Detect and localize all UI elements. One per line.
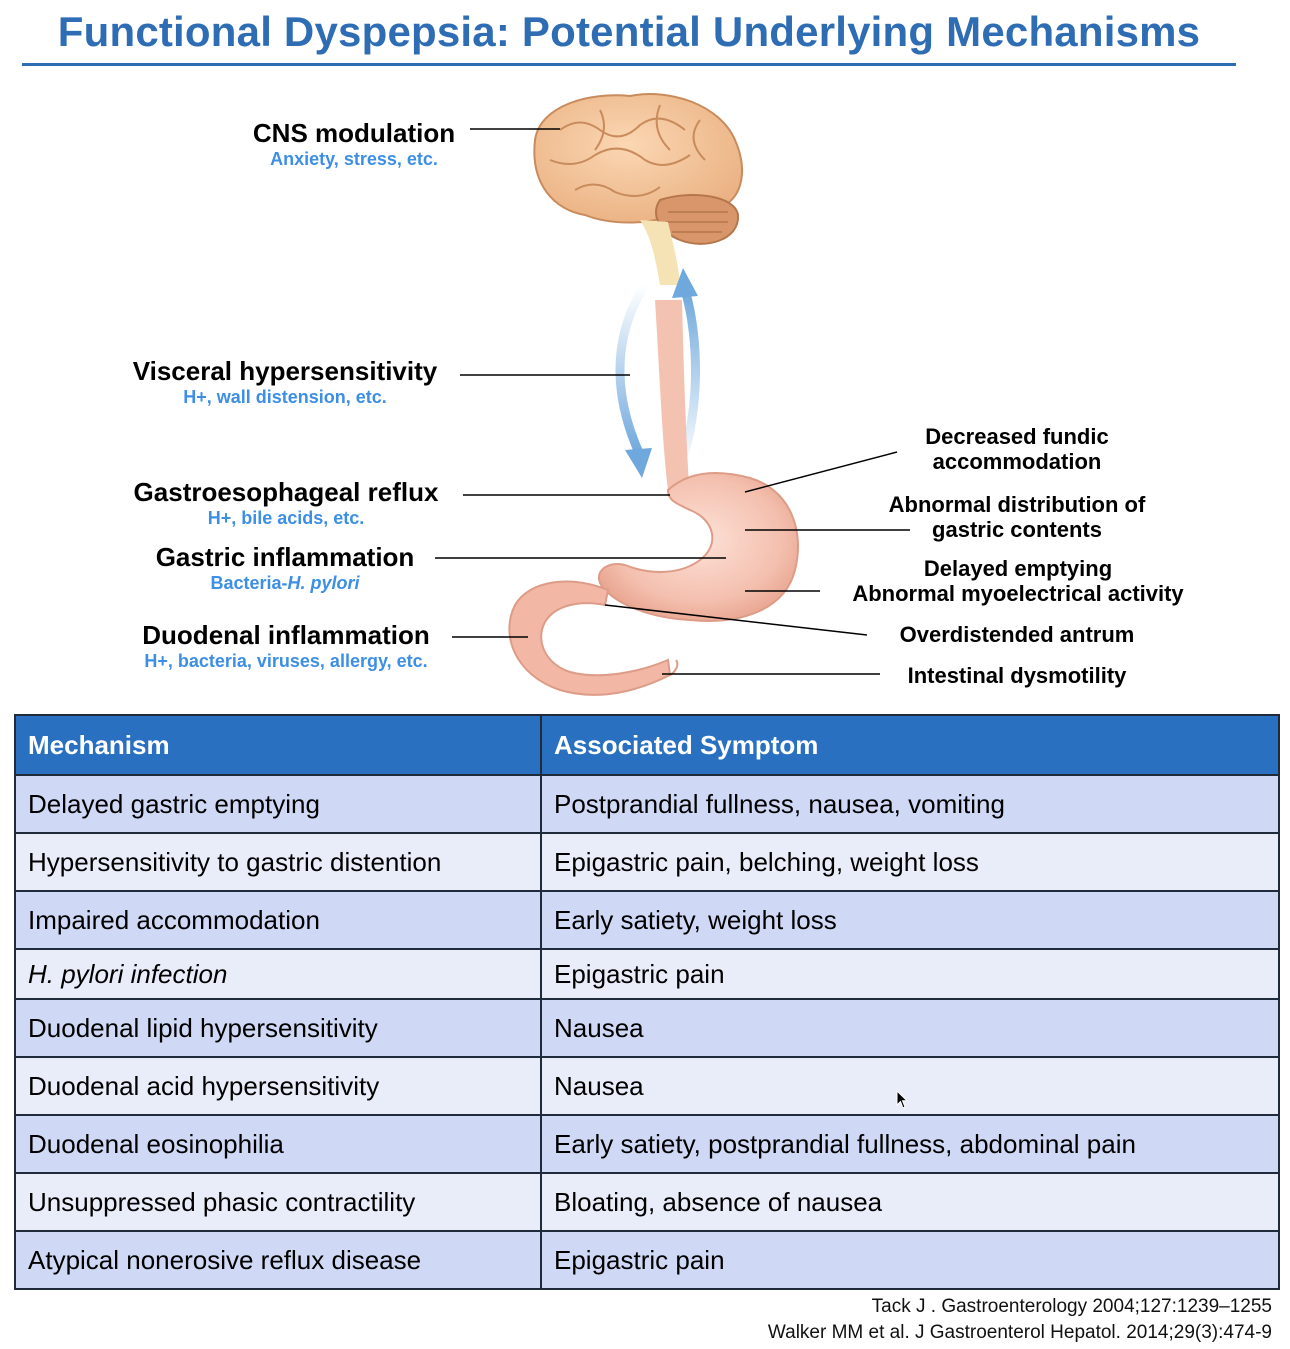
- label-line: Overdistended antrum: [899, 622, 1135, 647]
- table-row: Atypical nonerosive reflux disease Epiga…: [14, 1230, 1280, 1290]
- label-duodenal-inflammation: Duodenal inflammation H+, bacteria, viru…: [118, 620, 454, 672]
- label-main: CNS modulation: [252, 118, 456, 148]
- label-line: accommodation: [932, 449, 1102, 474]
- label-gastroesophageal-reflux: Gastroesophageal reflux H+, bile acids, …: [108, 477, 464, 529]
- symptom-cell: Epigastric pain, belching, weight loss: [540, 832, 1280, 892]
- table-row: Unsuppressed phasic contractility Bloati…: [14, 1172, 1280, 1232]
- label-sub: H+, wall distension, etc.: [183, 387, 387, 407]
- stomach-icon: [508, 300, 799, 696]
- label-main: Gastric inflammation: [155, 542, 415, 572]
- symptom-cell: Early satiety, postprandial fullness, ab…: [540, 1114, 1280, 1174]
- mechanism-cell: Unsuppressed phasic contractility: [14, 1172, 542, 1232]
- leader-lines: [435, 128, 910, 675]
- table-row: Duodenal lipid hypersensitivity Nausea: [14, 998, 1280, 1058]
- label-sub-prefix: Bacteria-: [210, 573, 288, 593]
- label-line: Intestinal dysmotility: [907, 663, 1127, 688]
- reference-line: Tack J . Gastroenterology 2004;127:1239–…: [871, 1296, 1272, 1317]
- label-overdistended-antrum: Overdistended antrum: [878, 622, 1156, 647]
- label-sub-italic: H. pylori: [287, 573, 360, 593]
- reference-line: Walker MM et al. J Gastroenterol Hepatol…: [767, 1322, 1272, 1343]
- anatomy-illustration: [435, 93, 910, 696]
- label-main: Visceral hypersensitivity: [132, 356, 438, 386]
- label-line: Abnormal myoelectrical activity: [852, 581, 1184, 606]
- label-decreased-fundic-accommodation: Decreased fundic accommodation: [898, 424, 1136, 474]
- symptom-cell: Nausea: [540, 998, 1280, 1058]
- label-line: Delayed emptying: [923, 556, 1113, 581]
- table-row: Duodenal acid hypersensitivity Nausea: [14, 1056, 1280, 1116]
- mechanism-cell: Duodenal acid hypersensitivity: [14, 1056, 542, 1116]
- table-row: H. pylori infection Epigastric pain: [14, 948, 1280, 1000]
- mechanism-cell: Impaired accommodation: [14, 890, 542, 950]
- label-sub: H+, bacteria, viruses, allergy, etc.: [144, 651, 428, 671]
- mechanism-symptom-table: Mechanism Associated Symptom Delayed gas…: [14, 714, 1280, 1290]
- label-main: Gastroesophageal reflux: [133, 477, 439, 507]
- table-row: Impaired accommodation Early satiety, we…: [14, 890, 1280, 950]
- brain-icon: [533, 93, 743, 285]
- symptom-cell: Bloating, absence of nausea: [540, 1172, 1280, 1232]
- label-delayed-emptying: Delayed emptying Abnormal myoelectrical …: [826, 556, 1210, 606]
- label-abnormal-distribution: Abnormal distribution of gastric content…: [866, 492, 1168, 542]
- label-cns-modulation: CNS modulation Anxiety, stress, etc.: [236, 118, 472, 170]
- label-intestinal-dysmotility: Intestinal dysmotility: [886, 663, 1148, 688]
- symptom-cell: Early satiety, weight loss: [540, 890, 1280, 950]
- label-visceral-hypersensitivity: Visceral hypersensitivity H+, wall diste…: [108, 356, 462, 408]
- label-line: Abnormal distribution of: [888, 492, 1146, 517]
- mechanism-cell: Delayed gastric emptying: [14, 774, 542, 834]
- label-sub: Anxiety, stress, etc.: [270, 149, 438, 169]
- mechanism-cell: Atypical nonerosive reflux disease: [14, 1230, 542, 1290]
- mechanism-cell: H. pylori infection: [14, 948, 542, 1000]
- mouse-cursor-icon: [896, 1090, 909, 1109]
- column-header-symptom: Associated Symptom: [540, 714, 1280, 776]
- mechanism-cell: Duodenal eosinophilia: [14, 1114, 542, 1174]
- label-sub: Bacteria-H. pylori: [134, 572, 436, 594]
- page-title: Functional Dyspepsia: Potential Underlyi…: [57, 8, 1201, 55]
- table-row: Duodenal eosinophilia Early satiety, pos…: [14, 1114, 1280, 1174]
- mechanism-cell: Duodenal lipid hypersensitivity: [14, 998, 542, 1058]
- label-line: gastric contents: [932, 517, 1102, 542]
- symptom-cell: Postprandial fullness, nausea, vomiting: [540, 774, 1280, 834]
- table-header-row: Mechanism Associated Symptom: [14, 714, 1280, 776]
- symptom-cell: Nausea: [540, 1056, 1280, 1116]
- symptom-cell: Epigastric pain: [540, 1230, 1280, 1290]
- nerve-arrows-icon: [615, 268, 700, 478]
- label-gastric-inflammation: Gastric inflammation Bacteria-H. pylori: [134, 542, 436, 594]
- mechanism-cell: Hypersensitivity to gastric distention: [14, 832, 542, 892]
- column-header-mechanism: Mechanism: [14, 714, 542, 776]
- mechanisms-diagram: CNS modulation Anxiety, stress, etc. Vis…: [108, 93, 1210, 696]
- references: Tack J . Gastroenterology 2004;127:1239–…: [768, 1294, 1272, 1346]
- label-main: Duodenal inflammation: [142, 620, 430, 650]
- title-divider: [22, 63, 1236, 66]
- label-sub: H+, bile acids, etc.: [207, 508, 365, 528]
- table-row: Hypersensitivity to gastric distention E…: [14, 832, 1280, 892]
- label-line: Decreased fundic: [925, 424, 1109, 449]
- table-row: Delayed gastric emptying Postprandial fu…: [14, 774, 1280, 834]
- symptom-cell: Epigastric pain: [540, 948, 1280, 1000]
